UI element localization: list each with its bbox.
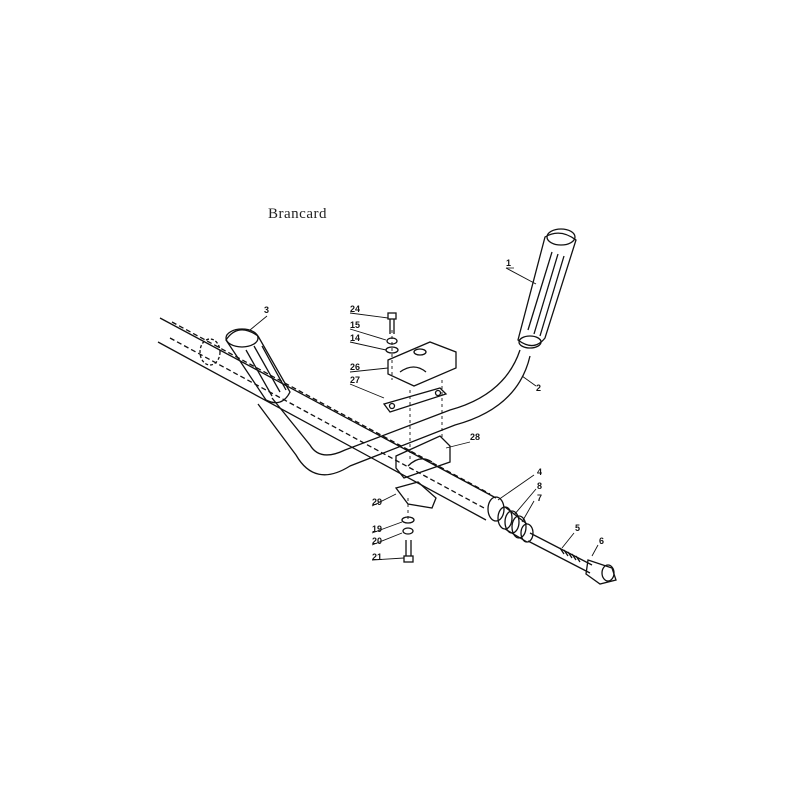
drive-shaft	[527, 532, 593, 574]
shim-plate	[382, 387, 448, 413]
callout-27: 27	[350, 375, 360, 385]
shaft-coupling-rings	[497, 506, 534, 543]
callout-3: 3	[264, 305, 269, 315]
callout-5: 5	[575, 523, 580, 533]
callout-19: 19	[372, 524, 382, 534]
leader-lines	[249, 267, 599, 561]
main-shaft	[157, 317, 505, 522]
callout-20: 20	[372, 536, 382, 546]
callout-1: 1	[506, 258, 511, 268]
screw-bottom	[403, 540, 414, 563]
end-fitting	[585, 559, 617, 585]
upper-clamp	[387, 341, 457, 387]
right-grip	[517, 228, 577, 349]
callout-21: 21	[372, 552, 382, 562]
diagram-title: Brancard	[268, 206, 327, 222]
callout-14: 14	[350, 333, 360, 343]
left-grip	[225, 328, 291, 404]
screw-top	[387, 312, 397, 334]
callout-2: 2	[536, 383, 541, 393]
callout-29: 29	[372, 497, 382, 507]
handlebar-tube	[257, 349, 531, 476]
callout-28: 28	[470, 432, 480, 442]
lower-clamp	[395, 435, 451, 479]
callout-labels: 1 2 3 4 5 6 7 8 14 15 19 20 21 24 26 27 …	[264, 258, 604, 562]
callout-4: 4	[537, 467, 542, 477]
callout-15: 15	[350, 320, 360, 330]
washers-bottom	[401, 516, 415, 535]
callout-6: 6	[599, 536, 604, 546]
callout-26: 26	[350, 362, 360, 372]
callout-8: 8	[537, 481, 542, 491]
callout-7: 7	[537, 493, 542, 503]
clamp-half	[394, 481, 437, 509]
callout-24: 24	[350, 304, 360, 314]
